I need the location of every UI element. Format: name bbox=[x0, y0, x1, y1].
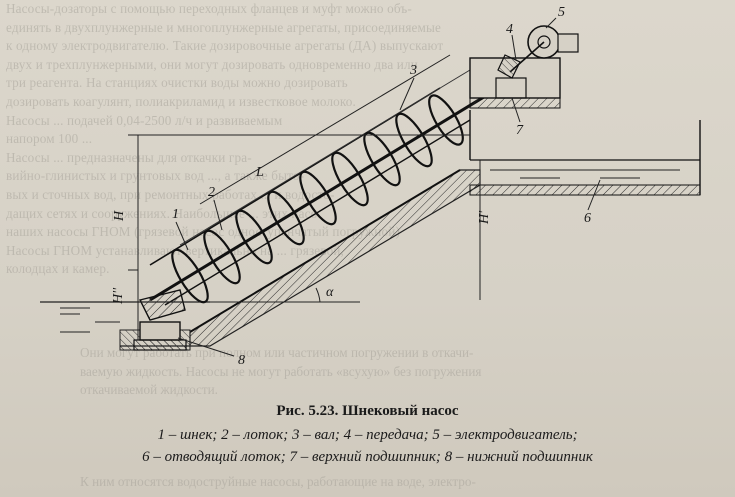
dimension-lines bbox=[128, 54, 481, 340]
bg-line: Насосы ... предназначены для откачки гра… bbox=[6, 149, 252, 165]
screw-casing bbox=[149, 69, 471, 306]
shaft bbox=[149, 73, 521, 302]
bg-line: Насосы ... подачей 0,04-2500 л/ч и разви… bbox=[6, 112, 283, 128]
bg-line: Насосы-дозаторы с помощью переходных фла… bbox=[6, 1, 412, 16]
label-length: L bbox=[255, 165, 264, 180]
label-niz-podshipnik: 8 bbox=[238, 353, 245, 368]
bg-line: вийно-глинистых и грунтовых вод ..., а т… bbox=[6, 168, 305, 184]
upper-structure bbox=[469, 25, 579, 109]
label-height-total: H bbox=[112, 210, 127, 222]
bg-line: колодцах и камер. bbox=[6, 261, 110, 277]
background-text-foot: К ним относятся водоструйные насосы, раб… bbox=[80, 474, 476, 489]
leader-lines bbox=[175, 17, 601, 357]
bg-line: напором 100 ... bbox=[6, 131, 93, 147]
label-lotok: 2 bbox=[208, 185, 215, 200]
label-height-lower: H'' bbox=[111, 287, 126, 305]
label-peredacha: 4 bbox=[506, 22, 513, 37]
figure-caption-line1: 1 – шнек; 2 – лоток; 3 – вал; 4 – переда… bbox=[157, 427, 578, 443]
label-shnek: 1 bbox=[172, 207, 179, 222]
bg-line: ваемую жидкость. Насосы не могут работат… bbox=[80, 363, 482, 379]
figure-caption-line2: 6 – отводящий лоток; 7 – верхний подшипн… bbox=[142, 449, 593, 465]
bg-line: три реагента. На станциях очистки воды м… bbox=[6, 75, 348, 91]
outlet-channel bbox=[469, 110, 701, 196]
lower-bearing bbox=[133, 289, 187, 351]
label-electrodvigatel: 5 bbox=[558, 5, 565, 20]
label-height-upper: H' bbox=[477, 210, 492, 225]
label-angle: α bbox=[326, 285, 334, 300]
bg-line: дозировать коагулянт, полиакриламид и из… bbox=[6, 93, 356, 109]
bg-line: откачиваемой жидкости. bbox=[80, 382, 218, 398]
label-verh-podshipnik: 7 bbox=[516, 123, 524, 138]
bg-line: единять в двухплунжерные и многоплунжерн… bbox=[6, 19, 442, 35]
bg-line: двух и трехплунжерными, они могут дозиро… bbox=[6, 56, 418, 72]
background-text-bottom: Они могут работать при полном или частич… bbox=[80, 344, 730, 400]
bg-line: к одному электродвигателю. Такие дозиров… bbox=[6, 38, 444, 54]
screw-pump-diagram: 1 2 3 4 5 6 7 8 L H H' H'' α bbox=[40, 5, 701, 368]
figure-caption-title: Рис. 5.23. Шнековый насос bbox=[276, 403, 459, 419]
label-otvod-lotok: 6 bbox=[584, 211, 591, 226]
bg-line: вых и сточных вод, при ремонтных работах… bbox=[6, 186, 335, 202]
label-val: 3 bbox=[409, 63, 417, 78]
